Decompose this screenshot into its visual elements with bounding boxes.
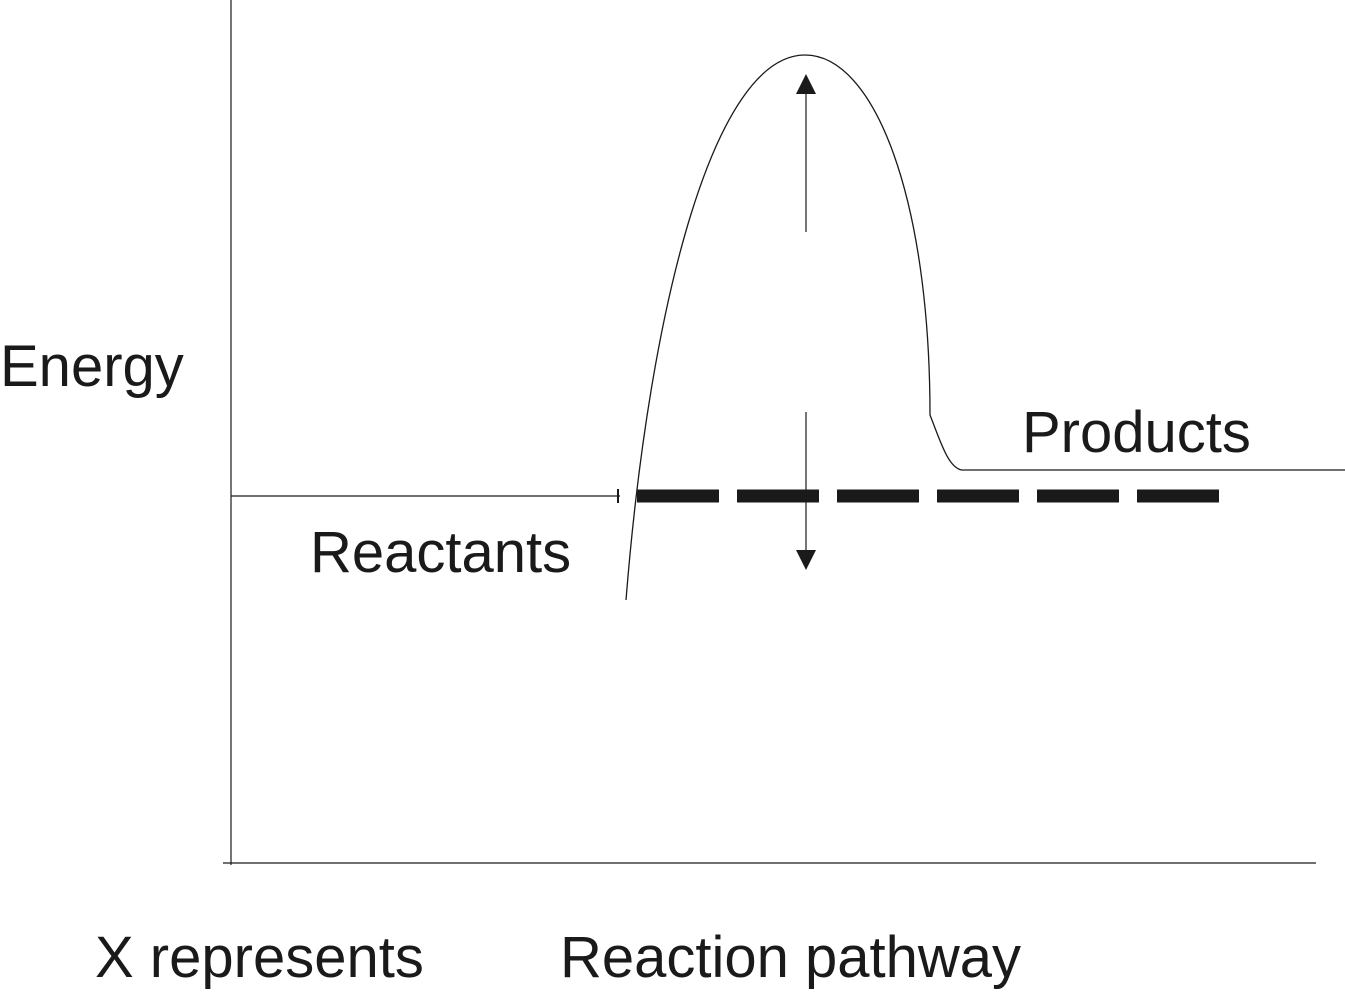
x-prefix-label: X represents [95,925,424,990]
reaction-energy-curve [625,54,1345,601]
x-axis-label: Reaction pathway [560,925,1021,990]
products-label: Products [1022,400,1251,465]
reactants-label: Reactants [310,520,571,585]
y-axis-label: Energy [0,334,184,399]
down-arrow-head-icon [796,550,816,570]
up-arrow-head-icon [796,74,816,94]
